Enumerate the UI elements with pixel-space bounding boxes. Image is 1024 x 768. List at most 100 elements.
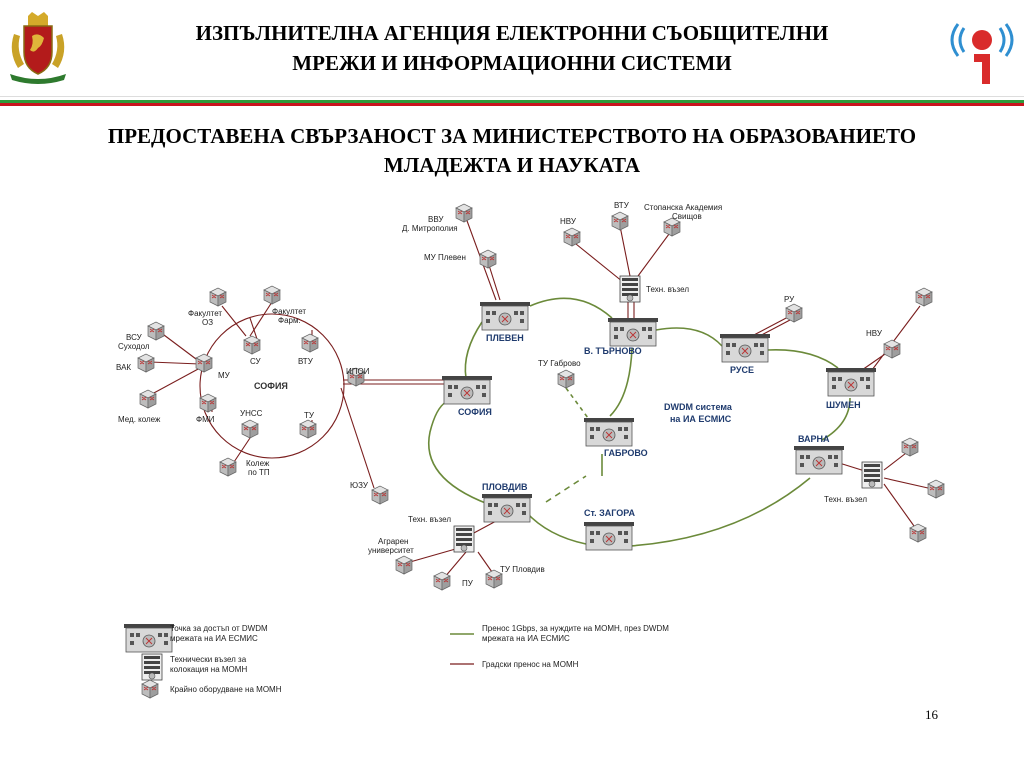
legend-city-transfer: Градски пренос на МОМН bbox=[482, 660, 579, 669]
legend-transfer-1: Пренос 1Gbps, за нуждите на МОМН, през D… bbox=[482, 624, 669, 633]
node-plovdiv bbox=[481, 493, 533, 523]
cube-shumen-extra bbox=[915, 287, 933, 307]
label-ipoi: ИПОИ bbox=[346, 367, 370, 376]
legend: Точка за достъп от DWDM мрежата на ИА ЕС… bbox=[123, 623, 669, 699]
page-subtitle-line-2: МЛАДЕЖТА И НАУКАТА bbox=[383, 153, 641, 177]
label-academy-2: Свищов bbox=[672, 212, 702, 221]
cube-vtu bbox=[301, 333, 319, 353]
label-gabrovo: ГАБРОВО bbox=[604, 448, 648, 458]
legend-end-equipment: Крайно оборудване на МОМН bbox=[170, 685, 282, 694]
label-tech-node-plovdiv: Техн. възел bbox=[408, 515, 451, 524]
cube-unss bbox=[241, 419, 259, 439]
node-sofia bbox=[441, 375, 493, 405]
cube-vtu-tarnovo bbox=[611, 211, 629, 231]
link-stzagora-plovdiv bbox=[525, 511, 587, 545]
cube-fak-oz bbox=[209, 287, 227, 307]
label-vtu: ВТУ bbox=[298, 357, 314, 366]
label-vsu-2: Суходол bbox=[118, 342, 150, 351]
label-academy-1: Стопанска Академия bbox=[644, 203, 722, 212]
label-fmi: ФМИ bbox=[196, 415, 215, 424]
label-agrarian-1: Аграрен bbox=[378, 537, 408, 546]
sofia-ring bbox=[199, 313, 345, 459]
legend-dwdm-access-2: мрежата на ИА ЕСМИС bbox=[170, 634, 258, 643]
label-vak: ВАК bbox=[116, 363, 131, 372]
label-plovdiv: ПЛОВДИВ bbox=[482, 482, 528, 492]
cube-vsu bbox=[147, 321, 165, 341]
cube-tu-sofia bbox=[299, 419, 317, 439]
cube-vak bbox=[137, 353, 155, 373]
label-fak-farm-1: Факултет bbox=[272, 307, 306, 316]
label-unss: УНСС bbox=[240, 409, 263, 418]
cube-su bbox=[243, 335, 261, 355]
cube-vvu bbox=[455, 203, 473, 223]
label-pleven: ПЛЕВЕН bbox=[486, 333, 524, 343]
cube-varna-1 bbox=[901, 437, 919, 457]
node-shumen bbox=[825, 367, 877, 397]
legend-end-equipment-icon bbox=[141, 679, 159, 699]
node-gabrovo bbox=[583, 417, 635, 447]
label-stzagora: Ст. ЗАГОРА bbox=[584, 508, 635, 518]
page-subtitle-line-1: ПРЕДОСТАВЕНА СВЪРЗАНОСТ ЗА МИНИСТЕРСТВОТ… bbox=[107, 124, 917, 148]
label-ruse: РУСЕ bbox=[730, 365, 754, 375]
label-nvu: НВУ bbox=[560, 217, 577, 226]
link-shumen-branches bbox=[861, 305, 921, 371]
label-vvu-2: Д. Митрополия bbox=[402, 224, 458, 233]
link-su-oz bbox=[221, 305, 247, 337]
tech-node-tarnovo bbox=[619, 275, 641, 303]
cube-ru bbox=[785, 303, 803, 323]
cube-tu-gabrovo bbox=[557, 369, 575, 389]
cube-med bbox=[139, 389, 157, 409]
agency-logo bbox=[950, 23, 1014, 84]
label-tech-node-varna: Техн. възел bbox=[824, 495, 867, 504]
node-stzagora bbox=[583, 521, 635, 551]
node-pleven bbox=[479, 301, 531, 331]
label-agrarian-2: университет bbox=[368, 546, 414, 555]
label-vtu-tarnovo: ВТУ bbox=[614, 201, 630, 210]
link-pleven-tarnovo bbox=[529, 297, 613, 319]
label-vsu-1: ВСУ bbox=[126, 333, 143, 342]
label-vvu-1: ВВУ bbox=[428, 215, 444, 224]
page-number: 16 bbox=[925, 707, 938, 722]
cube-fak-farm bbox=[263, 285, 281, 305]
stripe-red bbox=[0, 103, 1024, 106]
label-fak-oz-2: ОЗ bbox=[202, 318, 213, 327]
legend-dwdm-access-icon bbox=[123, 623, 175, 653]
link-plovdiv-sofia bbox=[428, 401, 489, 505]
link-tarnovo-tech-branches bbox=[575, 225, 673, 287]
cube-pu bbox=[433, 571, 451, 591]
link-su-farm bbox=[249, 301, 273, 337]
cube-varna-3 bbox=[909, 523, 927, 543]
link-ruse-shumen bbox=[767, 349, 839, 369]
label-fak-oz-1: Факултет bbox=[188, 309, 222, 318]
stripe-white bbox=[0, 96, 1024, 100]
cube-nvu-shumen bbox=[883, 339, 901, 359]
link-shumen-varna bbox=[821, 397, 851, 441]
label-tp-1: Колеж bbox=[246, 459, 270, 468]
label-med: Мед. колеж bbox=[118, 415, 161, 424]
label-varna: ВАРНА bbox=[798, 434, 830, 444]
dwdm-label-line-1: DWDM система bbox=[664, 402, 733, 412]
tech-node-varna bbox=[861, 461, 883, 489]
label-fak-farm-2: Фарм. bbox=[278, 316, 301, 325]
link-tarnovo-gabrovo bbox=[609, 347, 633, 417]
legend-tech-node-1: Технически възел за bbox=[170, 655, 247, 664]
cube-varna-2 bbox=[927, 479, 945, 499]
node-varna bbox=[793, 445, 845, 475]
tricolor-divider bbox=[0, 96, 1024, 106]
link-plovdiv-tech-branches bbox=[409, 519, 499, 579]
agency-title-line-1: ИЗПЪЛНИТЕЛНА АГЕНЦИЯ ЕЛЕКТРОННИ СЪОБЩИТЕ… bbox=[195, 21, 829, 45]
label-nvu-shumen: НВУ bbox=[866, 329, 883, 338]
cube-mu bbox=[195, 353, 213, 373]
link-mu-branches bbox=[149, 331, 201, 395]
cube-agrarian bbox=[395, 555, 413, 575]
cube-nvu bbox=[563, 227, 581, 247]
legend-transfer-2: мрежата на ИА ЕСМИС bbox=[482, 634, 570, 643]
label-mu: МУ bbox=[218, 371, 231, 380]
cube-fmi bbox=[199, 393, 217, 413]
label-tp-2: по ТП bbox=[248, 468, 270, 477]
label-ru: РУ bbox=[784, 295, 795, 304]
label-pu: ПУ bbox=[462, 579, 474, 588]
label-yuzu: ЮЗУ bbox=[350, 481, 369, 490]
legend-tech-node-2: колокация на МОМН bbox=[170, 665, 247, 674]
